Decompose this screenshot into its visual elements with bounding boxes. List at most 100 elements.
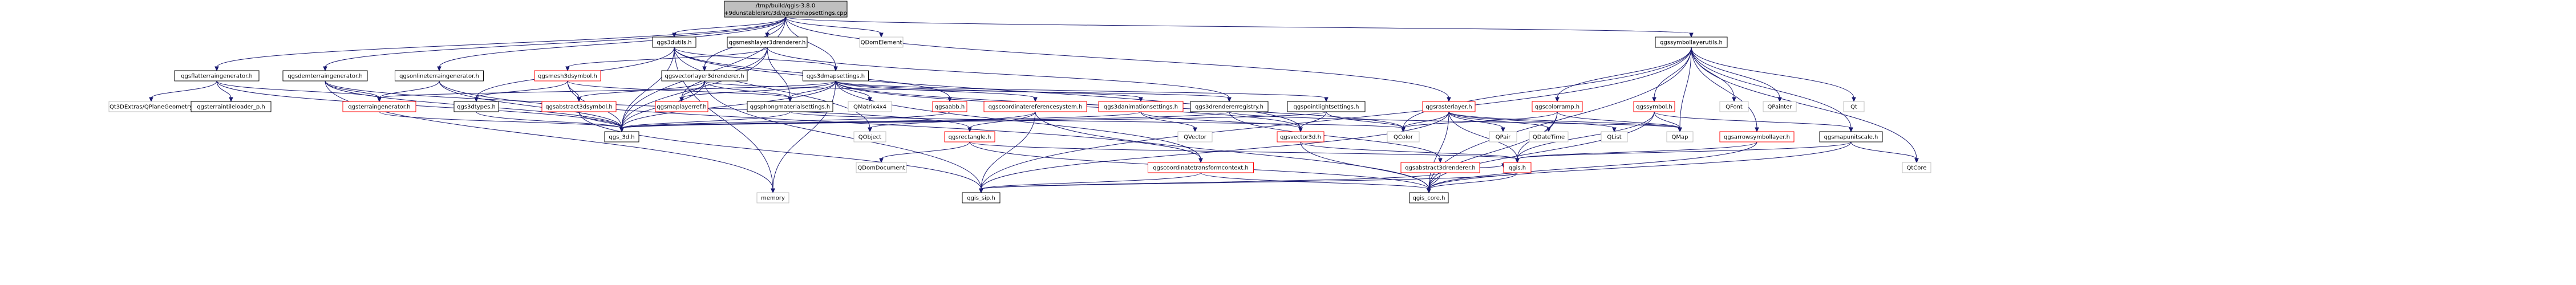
node-qgssymbol: qgssymbol.h (1633, 101, 1675, 112)
edge-qgs3dutils-to-qgs3dmapsettings (674, 47, 836, 68)
node-label-qgsmeshlayer3drenderer: qgsmeshlayer3drenderer.h (729, 40, 806, 46)
edge-qgssymbollayerutils-to-qgssip (981, 47, 1692, 190)
node-memory: memory (756, 192, 789, 203)
node-qgscore: qgis_core.h (1409, 192, 1449, 203)
node-box-qvector (1177, 131, 1213, 142)
edge-qgsvector3d-to-qgscore (1300, 141, 1429, 190)
node-box-qmap (1666, 131, 1694, 142)
node-label-qdomdocument: QDomDocument (857, 165, 905, 172)
edge-arrowhead-qgsflatterraingenerator-to-qt3dextras (149, 97, 153, 103)
node-label-qgs3d: qgs_3d.h (609, 135, 634, 141)
edge-qgsabstract3dsymbol-to-qgs3d (578, 111, 622, 129)
edge-qgsflatterraingenerator-to-qgsterraintileloader (216, 80, 232, 99)
node-label-qgssip: qgis_sip.h (967, 196, 995, 202)
node-label-qgssymbollayerutils: qgssymbollayerutils.h (1660, 40, 1723, 46)
edge-qgsvectorlayer3drenderer-to-qgsmaplayerref (681, 80, 705, 99)
node-qgsmeshlayer3drenderer: qgsmeshlayer3drenderer.h (727, 36, 808, 48)
edge-qgsmesh3dsymbol-to-qgs3dtypes (476, 80, 568, 99)
node-qgspointlightsettings: qgspointlightsettings.h (1287, 101, 1366, 112)
edge-qgsflatterraingenerator-to-qgs3d (216, 80, 622, 129)
edge-arrowhead-qgspointlightsettings-to-qgs3d (619, 127, 624, 133)
node-label-qt3dextras: Qt3DExtras/QPlaneGeometry (110, 104, 193, 111)
node-box-qgsmapunitscale (1819, 131, 1883, 142)
node-qvector: QVector (1177, 131, 1213, 142)
node-box-qcolor (1387, 131, 1420, 142)
root-node-line-1: /tmp/build/qgis-3.8.0 (756, 3, 815, 9)
node-qgs3dtypes: qgs3dtypes.h (453, 101, 499, 112)
node-label-qgsterraintileloader: qgsterraintileloader_p.h (197, 104, 265, 111)
node-label-qmatrix4x4: QMatrix4x4 (853, 104, 886, 111)
edge-qgscolorramp-to-qgscore (1428, 111, 1558, 190)
node-qmatrix4x4: QMatrix4x4 (848, 101, 892, 112)
node-box-qgscoordinatereferencesystem (983, 101, 1087, 112)
node-qgssymbollayerutils: qgssymbollayerutils.h (1655, 36, 1728, 48)
node-box-qgs3d (604, 131, 639, 142)
edge-arrowhead-qgs3dmapsettings-to-qmatrix4x4 (868, 97, 872, 103)
node-label-qgsmapunitscale: qgsmapunitscale.h (1824, 135, 1878, 141)
edge-qgs3dtypes-to-qgs3d (476, 111, 622, 129)
node-box-qgsaabb (932, 101, 967, 112)
node-box-qgsflatterraingenerator (174, 70, 260, 82)
node-qdomelement: QDomElement (859, 36, 904, 48)
edge-arrowhead-qgsflatterraingenerator-to-qgsterraintileloader (229, 97, 233, 103)
node-label-qgsmaplayerref: qgsmaplayerref.h (657, 104, 706, 111)
edge-qgsrasterlayer-to-qdatetime (1448, 111, 1549, 129)
node-qtcore: QtCore (1902, 162, 1931, 173)
edge-qgsabstract3drenderer-to-qgscore (1428, 172, 1441, 190)
edge-arrowhead-qgs3dmapsettings-to-qgs3danimationsettings (1139, 97, 1143, 103)
node-box-qgs3dutils (652, 36, 696, 48)
edge-qgssymbol-to-qmap (1654, 111, 1680, 129)
edge-qgsonlineterraingenerator-to-qgsterraingenerator (379, 80, 440, 99)
node-box-qgssymbollayerutils (1655, 36, 1728, 48)
node-label-qgsaabb: qgsaabb.h (935, 104, 965, 111)
edge-root-to-qgs3dmapsettings (785, 17, 836, 68)
node-qgsmaplayerref: qgsmaplayerref.h (655, 101, 708, 112)
edge-arrowhead-qgsmesh3dsymbol-to-qgs3dtypes (474, 97, 479, 103)
node-qgsdemterraingenerator: qgsdemterraingenerator.h (282, 70, 368, 82)
edge-qgsrasterlayer-to-qgscore (1428, 111, 1449, 190)
edge-qgsabstract3drenderer-to-qgssip (981, 172, 1441, 190)
node-box-qgs3dmapsettings (803, 70, 869, 82)
edge-qgs3dmapsettings-to-qgspointlightsettings (835, 80, 1327, 99)
edge-root-to-qgsrasterlayer (785, 17, 1449, 99)
node-box-qgsterraingenerator (342, 101, 416, 112)
edge-qgs3drendererregistry-to-qgs3d (621, 111, 1230, 129)
edge-qgsdemterraingenerator-to-qgsterraingenerator (325, 80, 380, 99)
node-qt3dextras: Qt3DExtras/QPlaneGeometry (108, 101, 194, 112)
edge-qgsrasterlayer-to-qcolor (1403, 111, 1449, 129)
node-label-qgsonlineterraingenerator: qgsonlineterraingenerator.h (399, 74, 479, 80)
edge-qgssymbol-to-qgis (1517, 111, 1655, 160)
node-qgs3dutils: qgs3dutils.h (652, 36, 696, 48)
node-label-qlist: QList (1607, 135, 1621, 141)
edge-qgsarrowsymbollayer-to-qgscore (1428, 141, 1757, 190)
node-label-qdatetime: QDateTime (1533, 135, 1565, 141)
node-qgs3drendererregistry: qgs3drendererregistry.h (1190, 101, 1269, 112)
edge-qgssymbollayerutils-to-qfont (1691, 47, 1735, 99)
edge-qgsmeshlayer3drenderer-to-qgsphongmaterialsettings (767, 47, 791, 99)
edge-qgscolorramp-to-qcolor (1403, 111, 1558, 129)
edge-root-to-qgsdemterraingenerator (325, 17, 786, 68)
node-qpainter: QPainter (1763, 101, 1797, 112)
edge-qgspointlightsettings-to-qgs3d (621, 111, 1327, 129)
node-label-qgsabstract3drenderer: qgsabstract3drenderer.h (1405, 165, 1476, 172)
edge-qgs3danimationsettings-to-qgsvector3d (1140, 111, 1301, 129)
node-label-qgsvector3d: qgsvector3d.h (1280, 135, 1321, 141)
edge-arrowhead-qgsmapunitscale-to-qtcore (1914, 158, 1919, 164)
edge-qgssymbol-to-qgsmapunitscale (1654, 111, 1852, 129)
node-box-qgsonlineterraingenerator (395, 70, 484, 82)
edge-qgs3drendererregistry-to-qgsabstract3drenderer (1229, 111, 1441, 160)
edge-qgssymbol-to-qgscore (1428, 111, 1655, 190)
edge-qgs3dmapsettings-to-qgscoordinatereferencesystem (835, 80, 1036, 99)
node-box-qgs3danimationsettings (1098, 101, 1184, 112)
node-box-qdomdocument (856, 162, 907, 173)
node-box-qgsmesh3dsymbol (534, 70, 601, 82)
edge-qgsrasterlayer-to-qgis (1448, 111, 1518, 160)
edge-qgsmapunitscale-to-qtcore (1850, 141, 1917, 160)
node-qgis: qgis.h (1503, 162, 1532, 173)
edge-root-to-qgsmeshlayer3drenderer (767, 17, 786, 34)
edge-qgsrasterlayer-to-qlist (1448, 111, 1615, 129)
node-qgsarrowsymbollayer: qgsarrowsymbollayer.h (1719, 131, 1795, 142)
edge-qgscolorramp-to-qmap (1557, 111, 1680, 129)
edge-root-to-qgs3dutils (674, 17, 786, 34)
node-box-qgs3dtypes (453, 101, 499, 112)
